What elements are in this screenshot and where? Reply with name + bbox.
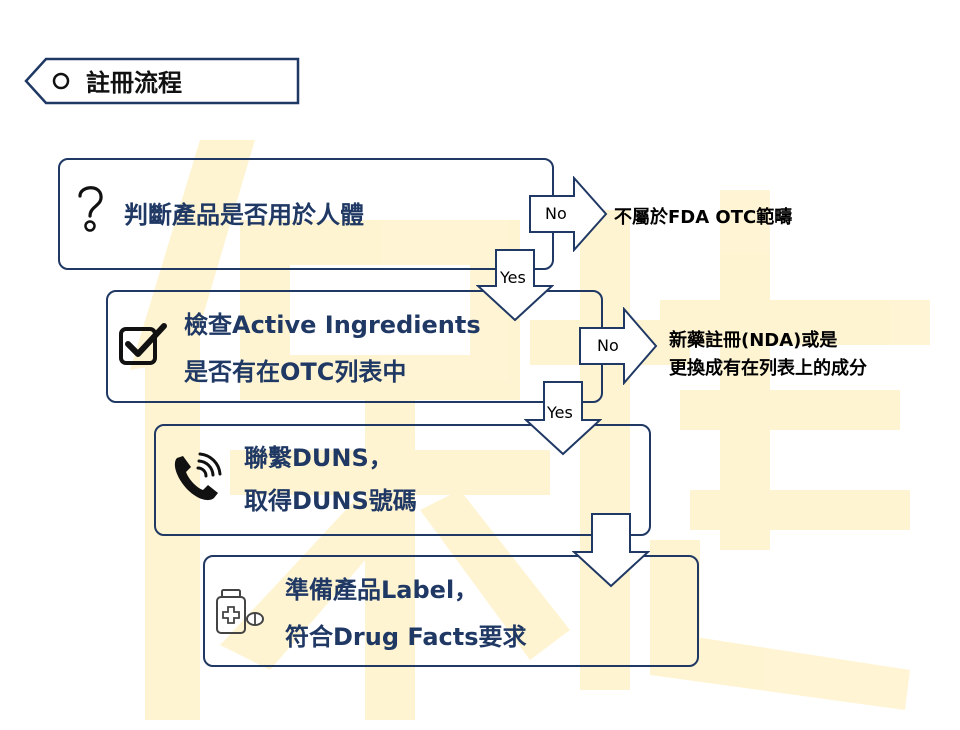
step3-text-line1: 聯繫DUNS， [244, 444, 393, 472]
no-result-1: 不屬於FDA OTC範疇 [614, 207, 793, 228]
yes-label-2: Yes [547, 403, 573, 422]
yes-label-1: Yes [500, 268, 526, 287]
circle-bullet-icon [52, 72, 70, 90]
step3-box [154, 424, 651, 536]
no-label-2: No [597, 336, 619, 355]
question-icon [78, 186, 103, 232]
no-arrow-2 [579, 307, 658, 385]
medicine-bottle-icon [216, 589, 264, 634]
yes-arrow-2 [524, 381, 602, 456]
down-arrow-3 [572, 513, 650, 588]
step3-text-line2: 取得DUNS號碼 [244, 487, 417, 515]
step1-text: 判斷產品是否用於人體 [124, 201, 364, 229]
step4-box [203, 555, 699, 667]
step2-text-line2: 是否有在OTC列表中 [184, 358, 407, 386]
phone-icon [174, 452, 222, 501]
no-result-2-line2: 更換成有在列表上的成分 [669, 358, 867, 379]
no-result-2-line1: 新藥註冊(NDA)或是 [669, 330, 838, 351]
step2-text-line1: 檢查Active Ingredients [184, 311, 481, 339]
title-tag-shape [24, 57, 300, 105]
step4-text-line2: 符合Drug Facts要求 [285, 623, 527, 651]
no-arrow-1 [529, 176, 608, 252]
checkbox-icon [119, 323, 167, 365]
no-label-1: No [545, 204, 567, 223]
step4-text-line1: 準備產品Label， [285, 576, 479, 604]
page-title: 註冊流程 [86, 69, 182, 97]
yes-arrow-1 [476, 249, 554, 322]
